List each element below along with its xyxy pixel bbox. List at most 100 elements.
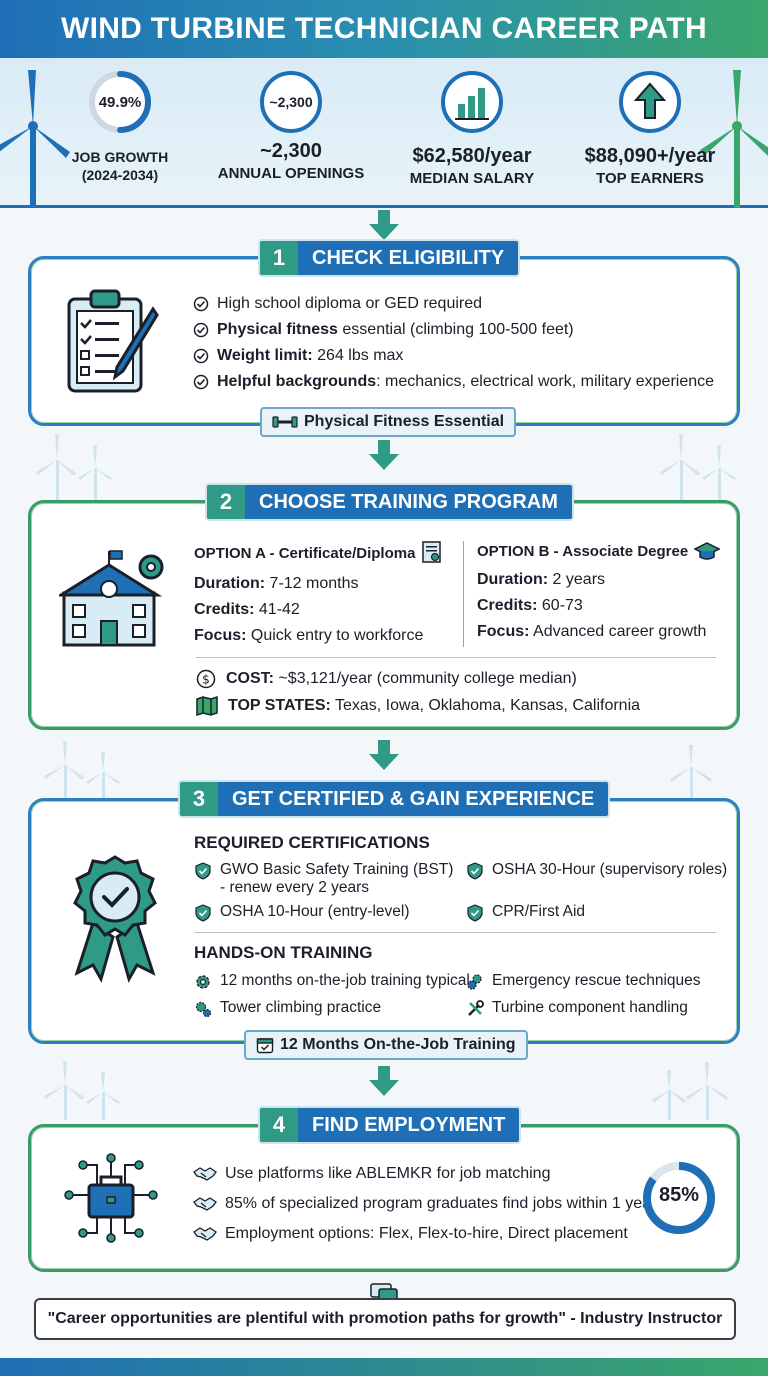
row-value: 2 years: [548, 571, 606, 588]
step-title: FIND EMPLOYMENT: [298, 1108, 520, 1142]
training-text: Tower climbing practice: [220, 999, 382, 1016]
cert-item: GWO Basic Safety Training (BST) - renew …: [194, 861, 453, 897]
step-title: CHECK ELIGIBILITY: [298, 241, 519, 275]
stat-top-earners: $88,090+/year TOP EARNERS: [575, 70, 725, 188]
step2-card: OPTION A - Certificate/Diploma Duration:…: [28, 500, 740, 730]
stat-value: $62,580/year: [412, 145, 532, 167]
step-number: 1: [260, 241, 298, 275]
step-title: CHOOSE TRAINING PROGRAM: [245, 485, 572, 519]
row-label: Duration:: [477, 571, 549, 588]
option-heading: OPTION A - Certificate/Diploma: [194, 541, 443, 565]
stat-icon-text: 49.9%: [98, 93, 142, 111]
training-item: Emergency rescue techniques: [466, 972, 701, 991]
stat-annual-openings: ~2,300 ~2,300 ANNUAL OPENINGS: [216, 70, 366, 183]
progress-ring-icon: [89, 71, 151, 133]
cert-text: GWO Basic Safety Training (BST) - renew …: [220, 861, 454, 896]
step4-card: Use platforms like ABLEMKR for job match…: [28, 1124, 740, 1272]
circle-badge-icon: [260, 71, 322, 133]
eligibility-list: High school diploma or GED required Phys…: [193, 291, 714, 395]
cost-row: $ COST: ~$3,121/year (community college …: [196, 669, 577, 689]
badge-label: Physical Fitness Essential: [304, 413, 505, 430]
training-heading: HANDS-ON TRAINING: [194, 943, 373, 962]
cert-text: OSHA 30-Hour (supervisory roles): [492, 861, 728, 878]
step-number: 4: [260, 1108, 298, 1142]
svg-text:$: $: [202, 673, 210, 687]
row-value: Advanced career growth: [529, 623, 707, 640]
row-value: 41-42: [254, 601, 300, 618]
section-divider: [194, 932, 716, 933]
arrow-down-icon: [369, 740, 399, 770]
stat-label: ANNUAL OPENINGS: [217, 165, 365, 182]
shield-check-icon: [195, 862, 211, 880]
row-label: Focus:: [194, 627, 247, 644]
row-label: Credits:: [194, 601, 255, 618]
training-item: Turbine component handling: [466, 999, 688, 1018]
row-value: 7-12 months: [265, 575, 359, 592]
step3-card: REQUIRED CERTIFICATIONS GWO Basic Safety…: [28, 798, 740, 1044]
dumbbell-icon: [272, 416, 298, 428]
certs-heading: REQUIRED CERTIFICATIONS: [194, 833, 430, 852]
cert-item: CPR/First Aid: [466, 903, 585, 922]
row-value: Quick entry to workforce: [246, 627, 424, 644]
arrow-up-icon: [619, 71, 681, 133]
stat-job-growth: 49.9% JOB GROWTH (2024-2034): [45, 70, 195, 184]
ring-label: 85%: [658, 1184, 700, 1206]
page-header: WIND TURBINE TECHNICIAN CAREER PATH: [0, 0, 768, 58]
footer-bar: [0, 1358, 768, 1376]
stat-label: JOB GROWTH (2024-2034): [71, 149, 169, 184]
item-bold: Physical fitness: [217, 321, 338, 338]
cert-text: OSHA 10-Hour (entry-level): [220, 903, 410, 920]
school-building-icon: [59, 550, 164, 647]
training-text: 12 months on-the-job training typical: [220, 972, 470, 989]
item-text: 264 lbs max: [312, 347, 404, 364]
stats-band: 49.9% JOB GROWTH (2024-2034) ~2,300 ~2,3…: [0, 58, 768, 208]
step1-tab: 1 CHECK ELIGIBILITY: [258, 239, 521, 277]
stat-value: ~2,300: [260, 140, 322, 162]
clipboard-checklist-icon: [67, 289, 159, 393]
ojt-badge: 12 Months On-the-Job Training: [244, 1030, 528, 1060]
page-title: WIND TURBINE TECHNICIAN CAREER PATH: [60, 12, 708, 45]
arrow-down-icon: [369, 1066, 399, 1096]
option-row: Credits: 60-73: [477, 593, 720, 619]
wind-turbine-icon: [0, 70, 70, 208]
option-heading: OPTION B - Associate Degree: [477, 541, 721, 561]
gears-icon: [467, 974, 482, 990]
quote-text: "Career opportunities are plentiful with…: [47, 1310, 723, 1327]
badge-label: 12 Months On-the-Job Training: [280, 1036, 516, 1053]
option-a: OPTION A - Certificate/Diploma Duration:…: [194, 541, 443, 649]
stat-value: $88,090+/year: [584, 145, 716, 167]
item-text: essential (climbing 100-500 feet): [337, 321, 574, 338]
row-label: Focus:: [477, 623, 530, 640]
certificate-icon: [422, 541, 442, 563]
wind-turbine-icon: [652, 1062, 728, 1120]
shield-check-icon: [467, 904, 483, 922]
item-text: : mechanics, electrical work, military e…: [376, 373, 715, 390]
option-a-heading: OPTION A - Certificate/Diploma: [194, 544, 416, 562]
option-row: Duration: 7-12 months: [194, 571, 443, 597]
item-text: Use platforms like ABLEMKR for job match…: [225, 1165, 551, 1182]
physical-fitness-badge: Physical Fitness Essential: [260, 407, 517, 437]
row-label: Duration:: [194, 575, 266, 592]
gear-icon: [196, 975, 210, 989]
section-divider: [196, 657, 716, 658]
wind-turbine-icon: [44, 742, 120, 800]
states-label: TOP STATES:: [228, 697, 331, 714]
briefcase-network-icon: [64, 1153, 158, 1243]
step4-tab: 4 FIND EMPLOYMENT: [258, 1106, 522, 1144]
check-circle-icon: [193, 348, 209, 364]
wrench-screwdriver-icon: [468, 1000, 484, 1016]
list-item: Physical fitness essential (climbing 100…: [193, 317, 714, 343]
item-text: Employment options: Flex, Flex-to-hire, …: [225, 1225, 628, 1242]
employment-list: Use platforms like ABLEMKR for job match…: [193, 1159, 656, 1249]
dollar-icon: $: [196, 669, 216, 689]
stat-label: TOP EARNERS: [596, 170, 704, 187]
shield-check-icon: [195, 904, 211, 922]
item-text: 85% of specialized program graduates fin…: [225, 1195, 657, 1212]
graduation-cap-icon: [694, 542, 721, 560]
list-item: Weight limit: 264 lbs max: [193, 343, 714, 369]
step-number: 2: [207, 485, 245, 519]
option-row: Credits: 41-42: [194, 597, 443, 623]
list-item: Helpful backgrounds: mechanics, electric…: [193, 369, 714, 395]
row-label: Credits:: [477, 597, 538, 614]
wind-turbine-icon: [36, 434, 112, 500]
